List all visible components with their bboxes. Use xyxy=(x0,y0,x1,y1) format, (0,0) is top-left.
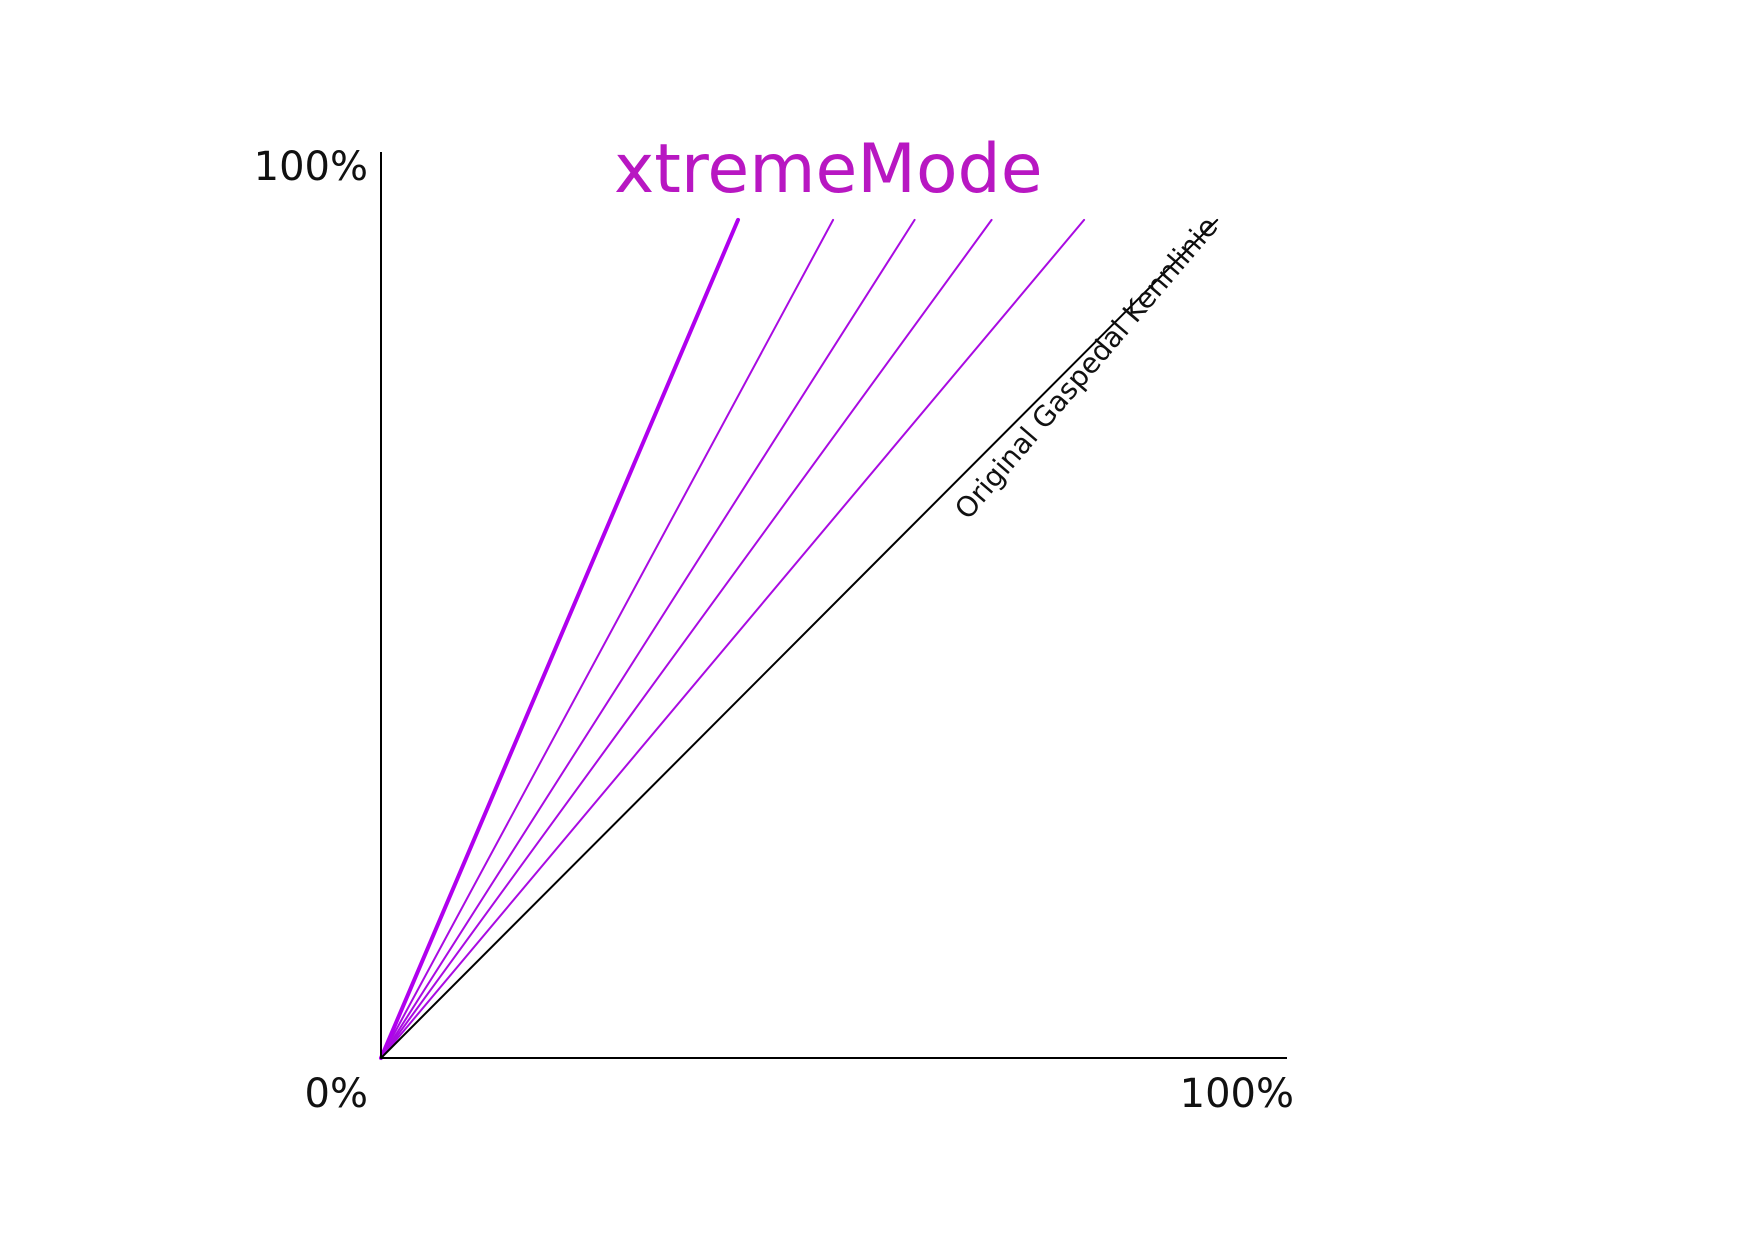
x-tick-label-max: 100% xyxy=(1180,1071,1294,1117)
original-series-line xyxy=(380,218,1219,1059)
series-lines xyxy=(379,217,1219,1060)
x-tick-label-min: 0% xyxy=(305,1071,368,1117)
xtreme-series-line-1 xyxy=(379,217,740,1060)
chart-title: xtremeMode xyxy=(614,130,1043,209)
original-curve-label: Original Gaspedal Kennlinie xyxy=(948,210,1224,525)
y-tick-label-max: 100% xyxy=(254,144,368,190)
xtreme-series-line-2 xyxy=(380,218,835,1059)
xtreme-series-line-4 xyxy=(380,218,993,1059)
xtreme-series-line-5 xyxy=(380,218,1086,1059)
xtreme-series-line-3 xyxy=(380,218,916,1059)
